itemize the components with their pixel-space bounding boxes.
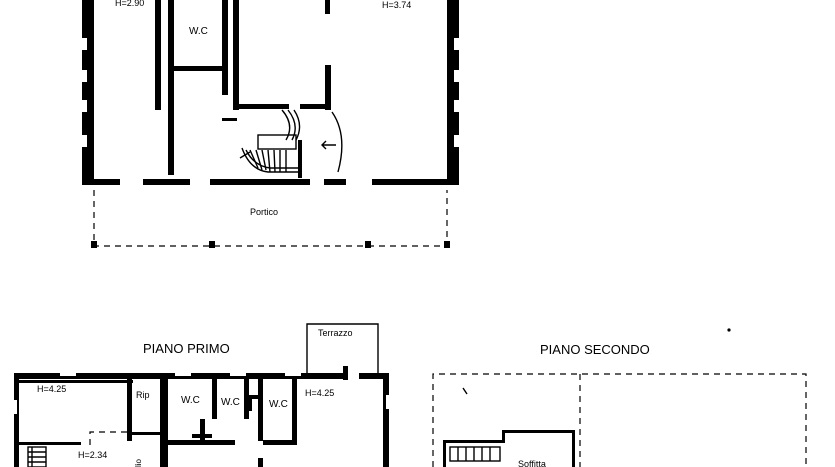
ground-left-wall (82, 0, 94, 185)
second-staircase (449, 446, 501, 462)
soffitta-step-wall (502, 430, 505, 443)
first-wc-3: W.C (269, 399, 288, 410)
first-cut-label: lio (134, 458, 143, 467)
soffitta-left-wall (443, 440, 446, 467)
first-height-right: H=4.25 (305, 388, 334, 398)
ground-staircase (239, 109, 301, 173)
first-partition-d (212, 379, 217, 419)
portico-label: Portico (250, 207, 278, 217)
first-partition-o (127, 432, 160, 435)
first-dashed-line (89, 431, 127, 445)
first-partition-k (200, 419, 205, 441)
second-floor-outline (432, 373, 807, 467)
first-partition-p (258, 458, 263, 467)
first-top-wall-right (359, 373, 389, 379)
ground-bottom-wall-1 (82, 179, 120, 185)
ground-right-wall (447, 0, 459, 185)
portico-outline (93, 190, 448, 247)
ground-height-left: H=2.90 (115, 0, 144, 8)
first-partition-n (19, 442, 81, 445)
ground-partition-a (155, 0, 161, 110)
ground-partition-b (168, 0, 174, 175)
first-partition-h (249, 395, 261, 399)
ground-entry-arrow (321, 140, 336, 150)
first-partition-c (160, 379, 168, 467)
first-partition-a (19, 380, 133, 383)
ground-bottom-wall-5 (372, 179, 459, 185)
first-left-wall (14, 373, 19, 467)
ground-partition-g (325, 65, 331, 110)
stray-dot (727, 328, 731, 332)
soffitta-top-wall-left (443, 440, 505, 443)
ground-bottom-wall-2 (143, 179, 190, 185)
ground-partition-f (239, 104, 289, 109)
ground-partition-c (174, 66, 226, 71)
soffitta-label: Soffitta (518, 459, 546, 467)
ground-partition-e (233, 0, 239, 110)
ground-door-swing (331, 111, 343, 173)
first-staircase (27, 446, 47, 467)
first-floor-title: PIANO PRIMO (143, 341, 230, 356)
ground-height-right: H=3.74 (382, 0, 411, 10)
ground-column (325, 0, 330, 14)
first-partition-l (192, 434, 212, 438)
rip-label: Rip (136, 390, 150, 400)
ground-partition-h (300, 104, 330, 109)
first-height-lower: H=2.34 (78, 450, 107, 460)
first-partition-j (168, 440, 235, 445)
second-floor-plan: PIANO SECONDO Soffitta (432, 328, 807, 467)
terrazzo-label: Terrazzo (318, 328, 353, 338)
first-terrace-door-jamb (343, 366, 348, 380)
first-height-main: H=4.25 (37, 384, 66, 394)
soffitta-right-wall (572, 430, 575, 467)
first-partition-f (258, 379, 263, 441)
ground-wc-label: W.C (189, 26, 208, 37)
terrazzo-outline (306, 323, 379, 373)
first-partition-e (244, 379, 249, 419)
ground-partition-d (222, 0, 228, 95)
first-wc-1: W.C (181, 395, 200, 406)
ground-step-mark (222, 118, 237, 121)
first-partition-g (292, 379, 297, 445)
first-partition-m (263, 440, 293, 445)
first-floor-plan: PIANO PRIMO Terrazzo (14, 323, 389, 467)
ground-bottom-wall-4 (324, 179, 346, 185)
first-partition-i (249, 395, 252, 411)
ground-floor-plan: H=2.90 W.C H=3.74 Portico (82, 0, 459, 248)
ground-stair-wall (298, 140, 302, 178)
second-floor-title: PIANO SECONDO (540, 342, 650, 357)
ground-bottom-wall-3 (210, 179, 310, 185)
first-wc-2: W.C (221, 397, 240, 408)
soffitta-top-wall-right (502, 430, 575, 433)
second-floor-tick (462, 387, 468, 395)
first-partition-b (127, 379, 132, 441)
first-right-wall (383, 373, 389, 467)
